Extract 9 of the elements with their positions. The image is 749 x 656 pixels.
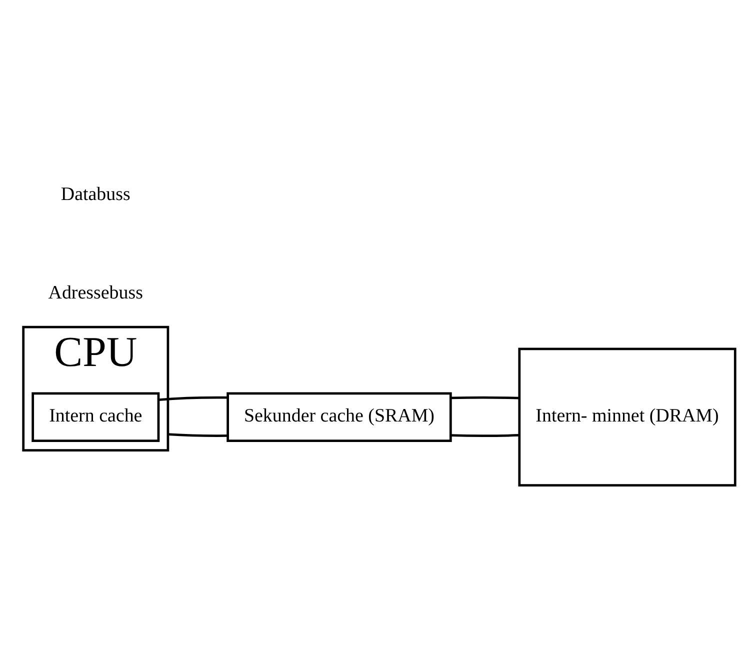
node-box: Intern cache [32,392,160,442]
connector [450,434,520,436]
label: Databuss [60,183,130,204]
connector [450,396,520,399]
node-box: Sekunder cache (SRAM) [226,392,452,442]
node-box: Intern- minnet (DRAM) [518,347,736,486]
connector [158,396,228,400]
connector [168,432,228,436]
label: Adressebuss [48,282,144,303]
